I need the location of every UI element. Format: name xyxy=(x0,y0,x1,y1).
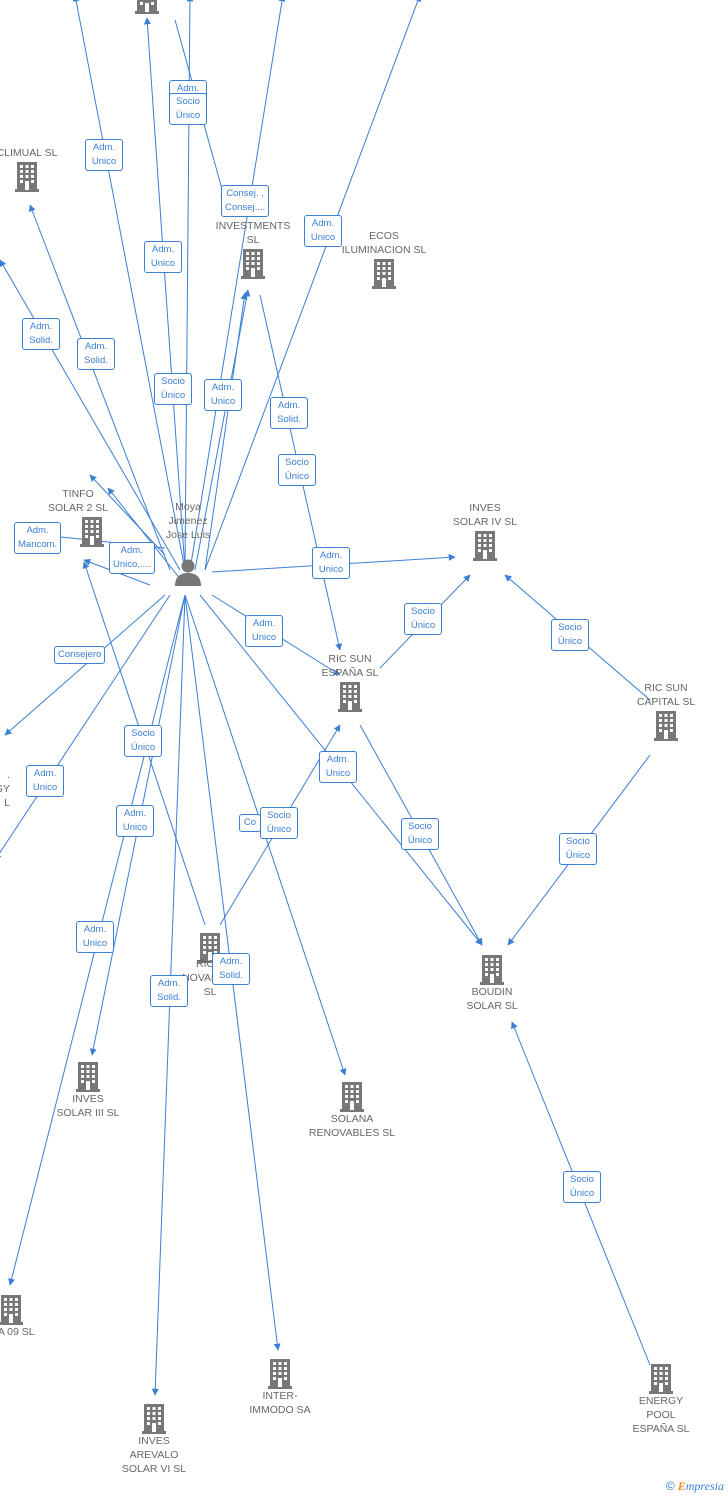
company-node-investments[interactable]: INVESTMENTS SL xyxy=(198,219,308,279)
company-node-inves3[interactable]: INVES SOLAR III SL xyxy=(33,1060,143,1120)
company-node-ricsun-espana[interactable]: RIC SUN ESPAÑA SL xyxy=(295,652,405,712)
company-node-aya09[interactable]: AYA 09 SL xyxy=(0,1293,65,1339)
company-label: . GY L xyxy=(0,769,10,809)
relation-label[interactable]: Socio Único xyxy=(278,454,316,486)
building-icon xyxy=(241,247,265,279)
relation-label[interactable]: Adm. Mancom. xyxy=(14,522,62,554)
company-label: INVESTMENTS SL xyxy=(215,220,291,246)
company-label: TINFO SOLAR 2 SL xyxy=(47,488,109,514)
relation-edge xyxy=(107,487,186,586)
relation-label[interactable]: Socio Único xyxy=(260,807,298,839)
company-label: INTER- IMMODO SA xyxy=(249,1390,311,1416)
relation-label[interactable]: Socio Único xyxy=(401,818,439,850)
empresia-logo[interactable]: ©Empresia xyxy=(666,1479,724,1494)
relation-label[interactable]: Socio Único xyxy=(559,833,597,865)
company-label: SOLANA RENOVABLES SL xyxy=(308,1113,396,1139)
relation-label[interactable]: Adm. Solid. xyxy=(77,338,115,370)
building-icon xyxy=(142,1402,166,1434)
company-label: INVES AREVALO SOLAR VI SL xyxy=(121,1435,187,1475)
relation-edge xyxy=(4,594,166,736)
building-icon xyxy=(80,515,104,547)
relation-label[interactable]: Socio Único xyxy=(551,619,589,651)
building-icon xyxy=(338,680,362,712)
building-icon xyxy=(76,1060,100,1092)
relation-edge xyxy=(204,0,422,571)
relation-edge xyxy=(89,474,166,556)
company-node-tinfo[interactable]: TINFO SOLAR 2 SL xyxy=(23,487,133,547)
company-node-top[interactable] xyxy=(92,0,202,14)
company-label: BOUDIN SOLAR SL xyxy=(466,986,518,1012)
building-icon xyxy=(473,529,497,561)
company-node-energy-pool[interactable]: ENERGY POOL ESPAÑA SL xyxy=(606,1362,716,1436)
relation-edge xyxy=(72,0,186,571)
company-node-ricsun-capital[interactable]: RIC SUN CAPITAL SL xyxy=(611,681,721,741)
company-label: AYA 09 SL xyxy=(0,1326,35,1338)
relation-label[interactable]: Adm. Unico xyxy=(85,139,123,171)
company-node-intermmodo[interactable]: INTER- IMMODO SA xyxy=(225,1357,335,1417)
relation-label[interactable]: Co xyxy=(239,814,261,832)
relation-edge xyxy=(143,17,186,571)
relation-label[interactable]: Adm. Unico xyxy=(76,921,114,953)
company-node-solana[interactable]: SOLANA RENOVABLES SL xyxy=(297,1080,407,1140)
company-label: RIC SUN ESPAÑA SL xyxy=(321,653,379,679)
relation-edge xyxy=(0,594,171,861)
company-label: ECOS ILUMINACION SL xyxy=(341,230,427,256)
relation-label[interactable]: Consej. , Consej.... xyxy=(221,185,270,217)
building-icon xyxy=(372,257,396,289)
company-label: CLIMUAL SL xyxy=(0,147,58,159)
building-icon xyxy=(654,709,678,741)
brand-name: mpresia xyxy=(685,1479,724,1493)
relation-label[interactable]: Adm. Unico xyxy=(144,241,182,273)
relation-label[interactable]: Adm. Unico xyxy=(116,805,154,837)
building-icon xyxy=(649,1362,673,1394)
company-label: INVES SOLAR IV SL xyxy=(452,502,518,528)
relation-label[interactable]: Adm. Solid. xyxy=(212,953,250,985)
relation-label[interactable]: Adm. Solid. xyxy=(150,975,188,1007)
building-icon xyxy=(135,0,159,14)
relation-edge xyxy=(194,289,251,571)
company-label: RIC SUN CAPITAL SL xyxy=(636,682,696,708)
person-node[interactable]: Moya Jimenez Jose Luis xyxy=(133,500,243,542)
relation-label[interactable]: Adm. Solid. xyxy=(22,318,60,350)
building-icon xyxy=(268,1357,292,1389)
copyright-symbol: © xyxy=(665,1479,675,1493)
relation-label[interactable]: Adm. Unico xyxy=(26,765,64,797)
relation-label[interactable]: Socio Único xyxy=(154,373,192,405)
person-icon xyxy=(175,559,201,586)
relation-label[interactable]: Adm. Unico xyxy=(245,615,283,647)
relation-label[interactable]: Consejero xyxy=(54,646,106,664)
relation-label[interactable]: Adm. Unico xyxy=(319,751,357,783)
relation-label[interactable]: Socio Único xyxy=(404,603,442,635)
company-label: ENERGY POOL ESPAÑA SL xyxy=(632,1395,690,1435)
building-icon xyxy=(480,953,504,985)
brand-initial: E xyxy=(677,1479,686,1493)
company-label: INVES SOLAR III SL xyxy=(56,1093,120,1119)
relation-label[interactable]: Adm. Unico,.... xyxy=(109,542,155,574)
relation-edge xyxy=(0,259,181,571)
building-icon xyxy=(15,160,39,192)
building-icon xyxy=(340,1080,364,1112)
relation-label[interactable]: Socio Único xyxy=(169,93,207,125)
company-node-energy-left[interactable]: . GY L xyxy=(0,768,10,810)
company-node-climual[interactable]: CLIMUAL SL xyxy=(0,146,82,192)
building-icon xyxy=(0,1293,23,1325)
relation-label[interactable]: Socio Único xyxy=(124,725,162,757)
company-node-ecos[interactable]: ECOS ILUMINACION SL xyxy=(329,229,439,289)
relation-label[interactable]: Adm. Solid. xyxy=(270,397,308,429)
company-node-boudin[interactable]: BOUDIN SOLAR SL xyxy=(437,953,547,1013)
person-name: Moya Jimenez Jose Luis xyxy=(165,501,211,541)
relation-label[interactable]: Adm. Unico xyxy=(304,215,342,247)
relation-label[interactable]: Socio Único xyxy=(563,1171,601,1203)
relation-label[interactable]: Adm. Unico xyxy=(312,547,350,579)
company-node-inves6[interactable]: INVES AREVALO SOLAR VI SL xyxy=(99,1402,209,1476)
company-node-inves4[interactable]: INVES SOLAR IV SL xyxy=(430,501,540,561)
relation-label[interactable]: Adm. Unico xyxy=(204,379,242,411)
relation-edge xyxy=(189,0,286,571)
relation-edge xyxy=(28,204,171,571)
